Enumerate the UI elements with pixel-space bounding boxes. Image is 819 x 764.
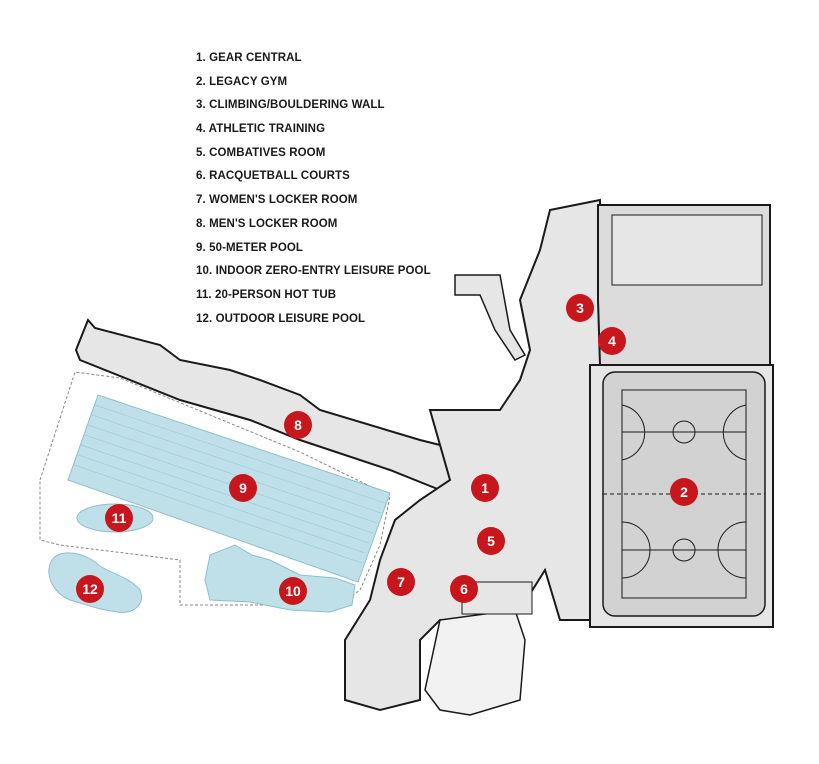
marker-8: 8 [284,411,312,439]
court-arc-d [717,521,747,579]
svg-text:6: 6 [460,581,468,597]
svg-text:5: 5 [487,533,495,549]
legend-item-leisure-pool: 10. INDOOR ZERO-ENTRY LEISURE POOL [196,265,431,278]
northeast-room-top [611,214,763,286]
marker-9: 9 [229,474,257,502]
marker-4: 4 [598,327,626,355]
legend-item-combatives-room: 5. COMBATIVES ROOM [196,146,326,159]
marker-5: 5 [477,527,505,555]
legend: 1. GEAR CENTRAL 2. LEGACY GYM 3. CLIMBIN… [196,50,431,334]
legend-item-hot-tub: 11. 20-PERSON HOT TUB [196,288,337,301]
leisure-pool [204,544,356,613]
svg-text:11: 11 [112,510,127,526]
svg-text:7: 7 [397,574,405,590]
legend-item-mens-locker-room: 8. MEN'S LOCKER ROOM [196,217,338,230]
svg-text:12: 12 [82,581,98,597]
legend-item-womens-locker-room: 7. WOMEN'S LOCKER ROOM [196,194,358,207]
lap-pool-lanes [73,404,386,564]
marker-7: 7 [387,568,415,596]
svg-text:1: 1 [481,480,489,496]
svg-text:9: 9 [239,480,247,496]
legend-item-outdoor-pool: 12. OUTDOOR LEISURE POOL [196,312,366,325]
legend-item-racquetball-courts: 6. RACQUETBALL COURTS [196,170,350,183]
legend-item-legacy-gym: 2. LEGACY GYM [196,75,288,88]
legend-item-50-meter-pool: 9. 50-METER POOL [196,241,304,254]
svg-text:10: 10 [285,583,301,599]
court-arc-a [621,404,646,461]
marker-3: 3 [566,294,594,322]
svg-text:8: 8 [294,417,302,433]
court-arc-b [722,404,747,461]
skybridge [454,274,527,361]
svg-text:4: 4 [608,333,616,349]
marker-6: 6 [450,575,478,603]
svg-text:2: 2 [680,484,688,500]
pool-deck-outline [39,371,391,606]
lap-pool [67,394,391,583]
legend-item-climbing-wall: 3. CLIMBING/BOULDERING WALL [196,99,385,112]
marker-11: 11 [105,504,133,532]
legend-item-athletic-training: 4. ATHLETIC TRAINING [196,123,326,136]
legend-item-gear-central: 1. GEAR CENTRAL [196,52,302,64]
court-arc-c [621,521,651,579]
marker-12: 12 [76,575,104,603]
south-block [424,609,526,716]
marker-2: 2 [670,478,698,506]
svg-text:3: 3 [576,300,584,316]
marker-10: 10 [279,577,307,605]
marker-1: 1 [471,474,499,502]
